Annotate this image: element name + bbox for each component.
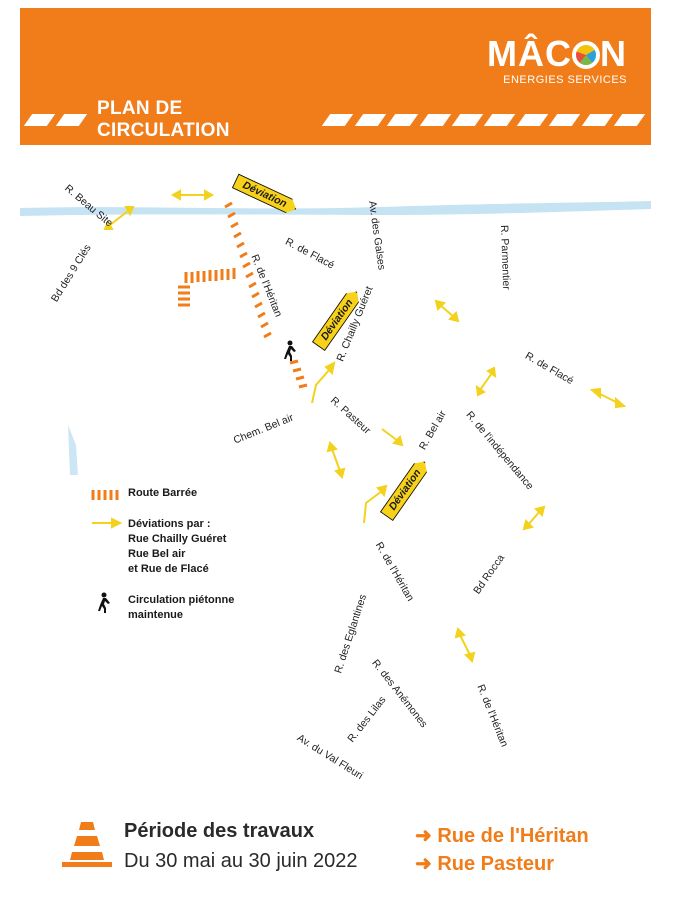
hazard-stripe	[354, 114, 387, 126]
legend-deviations: Déviations par : Rue Chailly Guéret Rue …	[128, 517, 226, 577]
page-title: PLAN DE CIRCULATION	[96, 98, 230, 141]
legend-road-closed-label: Route Barrée	[128, 487, 198, 499]
road-closed-hatch	[178, 201, 308, 389]
hazard-stripe	[386, 114, 419, 126]
hazard-stripe	[451, 114, 484, 126]
hazard-stripe	[614, 114, 647, 126]
title-bar: PLAN DE CIRCULATION	[20, 98, 651, 141]
affected-street: ➜ Rue Pasteur	[415, 853, 555, 875]
traffic-cone-icon	[62, 822, 112, 867]
hazard-stripe	[581, 114, 614, 126]
header-banner: MÂC N ENERGIES SERVICES PLAN DE CIRCULATI…	[20, 8, 651, 145]
hazard-stripe	[419, 114, 452, 126]
affected-streets: ➜ Rue de l'Héritan ➜ Rue Pasteur	[415, 822, 589, 878]
brand-name-start: MÂC	[487, 33, 572, 74]
legend-pedestrian-line: Circulation piétonne	[128, 594, 235, 606]
hazard-stripe	[484, 114, 517, 126]
legend-pedestrian-icon	[98, 592, 110, 613]
traffic-map: R. Beau Site Bd des 9 Clés R. de Flacé A…	[20, 145, 651, 795]
street-label: R. Parmentier	[498, 224, 513, 290]
legend-deviation-line: Rue Chailly Guéret	[128, 533, 227, 545]
hazard-stripe	[56, 114, 89, 126]
legend-deviation-arrow-symbol	[92, 517, 123, 529]
sun-logo-icon	[572, 41, 600, 69]
hazard-stripe	[516, 114, 549, 126]
legend-pedestrian-line: maintenue	[128, 609, 184, 621]
pedestrian-icon	[284, 340, 296, 361]
affected-street: ➜ Rue de l'Héritan	[415, 825, 589, 847]
map-graphics	[20, 189, 651, 663]
works-period-dates: Du 30 mai au 30 juin 2022	[124, 850, 358, 872]
hazard-stripe	[23, 114, 56, 126]
brand-name-end: N	[600, 33, 627, 74]
legend-deviation-line: Rue Bel air	[128, 548, 186, 560]
hazard-stripe	[321, 114, 354, 126]
hazard-stripe	[549, 114, 582, 126]
river	[20, 201, 651, 216]
legend-deviation-line: et Rue de Flacé	[128, 563, 209, 575]
river-branch	[68, 425, 78, 475]
works-period-title: Période des travaux	[124, 820, 315, 842]
footer: Période des travaux Du 30 mai au 30 juin…	[0, 800, 673, 904]
legend-road-closed-symbol	[91, 490, 119, 500]
legend-pedestrian: Circulation piétonne maintenue	[128, 593, 234, 623]
brand-logo: MÂC N ENERGIES SERVICES	[487, 33, 627, 87]
deviation-arrows	[103, 189, 627, 663]
legend-deviations-title: Déviations par :	[128, 518, 211, 530]
brand-subtitle: ENERGIES SERVICES	[503, 74, 627, 86]
